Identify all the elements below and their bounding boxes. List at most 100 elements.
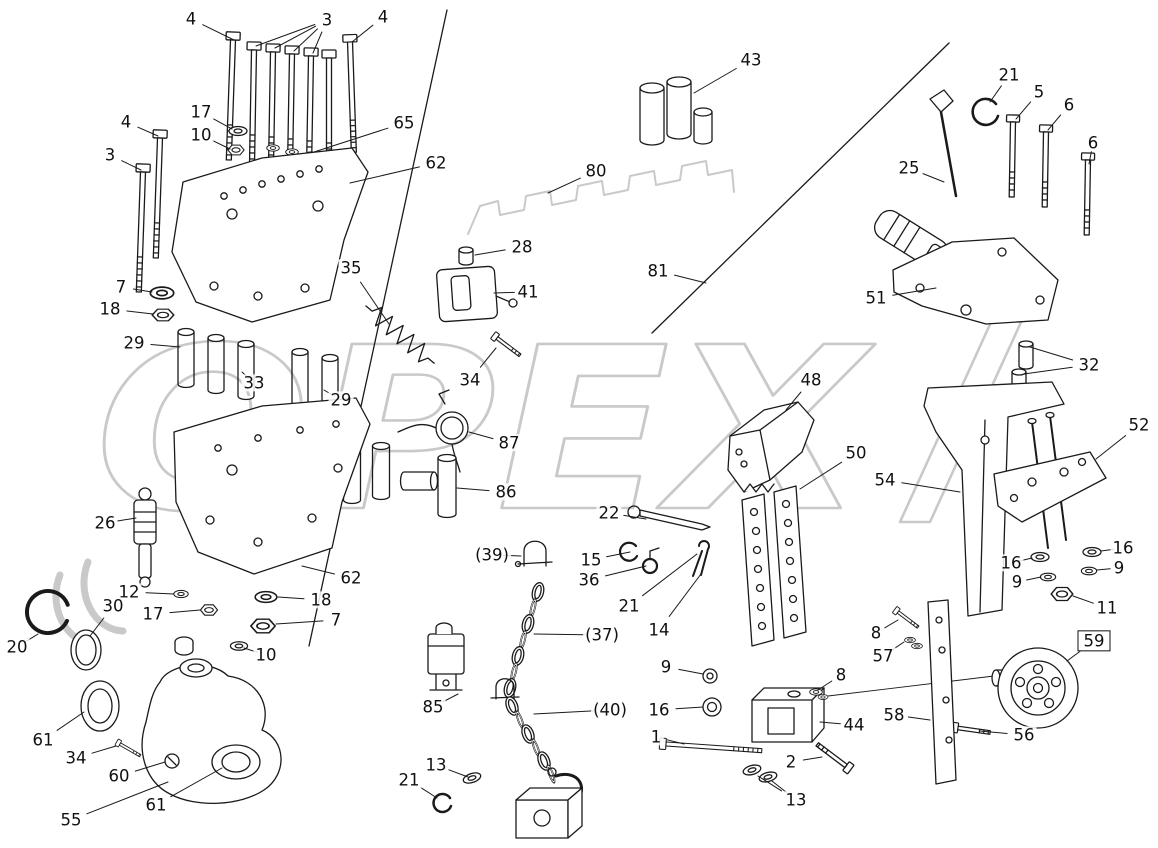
callout-7: 7 — [328, 610, 344, 630]
leader-line — [468, 431, 494, 440]
leader-line — [479, 347, 497, 368]
callout-50: 50 — [843, 443, 869, 463]
leader-line — [675, 706, 704, 710]
part-pin-22-clips — [618, 505, 711, 577]
callout-25: 25 — [896, 158, 922, 178]
part-shackle-39 — [517, 540, 553, 567]
part-damper-26 — [133, 487, 157, 588]
callout-65: 65 — [391, 113, 417, 133]
leader-line — [533, 633, 586, 636]
leader-line — [202, 24, 235, 41]
leader-line — [606, 551, 631, 558]
callout-9: 9 — [658, 657, 674, 677]
part-block-44 — [658, 668, 855, 785]
leader-line — [799, 461, 843, 490]
part-shackle-mid — [490, 678, 520, 700]
leader-line — [145, 592, 175, 595]
leader-line — [456, 487, 490, 492]
callout-61: 61 — [143, 795, 169, 815]
leader-line — [678, 668, 704, 675]
callout-48: 48 — [798, 370, 824, 390]
callout-62: 62 — [423, 153, 449, 173]
part-spring-87 — [397, 389, 469, 473]
callout-29: 29 — [121, 333, 147, 353]
callout-62: 62 — [338, 568, 364, 588]
leader-line — [170, 767, 223, 798]
callout-33: 33 — [241, 373, 267, 393]
callout-52: 52 — [1126, 415, 1152, 435]
callout-13: 13 — [783, 790, 809, 810]
leader-line — [979, 730, 1008, 734]
leader-line — [132, 288, 153, 293]
part-plate-lower — [173, 397, 371, 575]
leader-line — [277, 596, 305, 600]
callout-22: 22 — [596, 503, 622, 523]
leader-line — [116, 517, 137, 522]
leader-line — [1023, 366, 1073, 375]
part-cotter-14 — [692, 540, 710, 577]
leader-line — [91, 745, 117, 754]
leader-line — [126, 310, 154, 315]
callout-28: 28 — [509, 237, 535, 257]
callout-80: 80 — [583, 161, 609, 181]
callout-9: 9 — [1111, 558, 1127, 578]
callout-13: 13 — [423, 755, 449, 775]
leader-line — [137, 126, 159, 137]
callout-85: 85 — [420, 697, 446, 717]
callout-16: 16 — [998, 553, 1024, 573]
leader-line — [474, 249, 506, 256]
leader-line — [360, 281, 390, 325]
callout-41: 41 — [515, 282, 541, 302]
callout-59: 59 — [1077, 630, 1111, 652]
leader-line — [1072, 595, 1094, 604]
leader-line — [1088, 150, 1092, 165]
axle-line — [827, 675, 995, 697]
leader-line — [771, 780, 787, 793]
part-chains — [427, 540, 583, 839]
callout-51: 51 — [863, 288, 889, 308]
leader-line — [493, 291, 515, 294]
callout-7: 7 — [113, 277, 129, 297]
leader-line — [922, 173, 945, 183]
leader-line — [623, 514, 647, 520]
leader-line — [448, 769, 469, 778]
leader-line — [1096, 568, 1111, 571]
callout-16: 16 — [646, 700, 672, 720]
callout-32: 32 — [1076, 355, 1102, 375]
part-hub-59 — [951, 647, 1079, 738]
leader-line — [212, 118, 233, 130]
part-spring-35 — [365, 305, 435, 364]
callout-29: 29 — [328, 390, 354, 410]
leader-line — [349, 166, 420, 184]
part-plate-52 — [993, 411, 1107, 549]
callout-39: (39) — [473, 545, 511, 565]
leader-line — [817, 680, 833, 691]
callout-55: 55 — [58, 810, 84, 830]
callout-37: (37) — [583, 625, 621, 645]
watermark-crenellation — [467, 160, 735, 235]
leader-line — [301, 565, 335, 575]
leader-line — [533, 710, 594, 715]
callout-18: 18 — [308, 590, 334, 610]
part-frame-54 — [923, 381, 1065, 617]
leader-line — [884, 619, 899, 629]
callout-54: 54 — [872, 470, 898, 490]
callout-4: 4 — [375, 7, 391, 27]
leader-line — [785, 391, 802, 411]
callout-10: 10 — [188, 125, 214, 145]
leader-line — [674, 274, 707, 284]
leader-line — [757, 775, 783, 792]
leader-line — [1015, 101, 1032, 120]
part-wedge-48 — [727, 401, 815, 493]
part-ring-21-bottom — [432, 792, 453, 814]
leader-line — [86, 781, 169, 815]
part-strip-58 — [809, 599, 957, 785]
callout-26: 26 — [92, 513, 118, 533]
callout-44: 44 — [841, 715, 867, 735]
callout-36: 36 — [576, 570, 602, 590]
callout-21: 21 — [616, 596, 642, 616]
callout-61: 61 — [30, 730, 56, 750]
callout-3: 3 — [319, 10, 335, 30]
